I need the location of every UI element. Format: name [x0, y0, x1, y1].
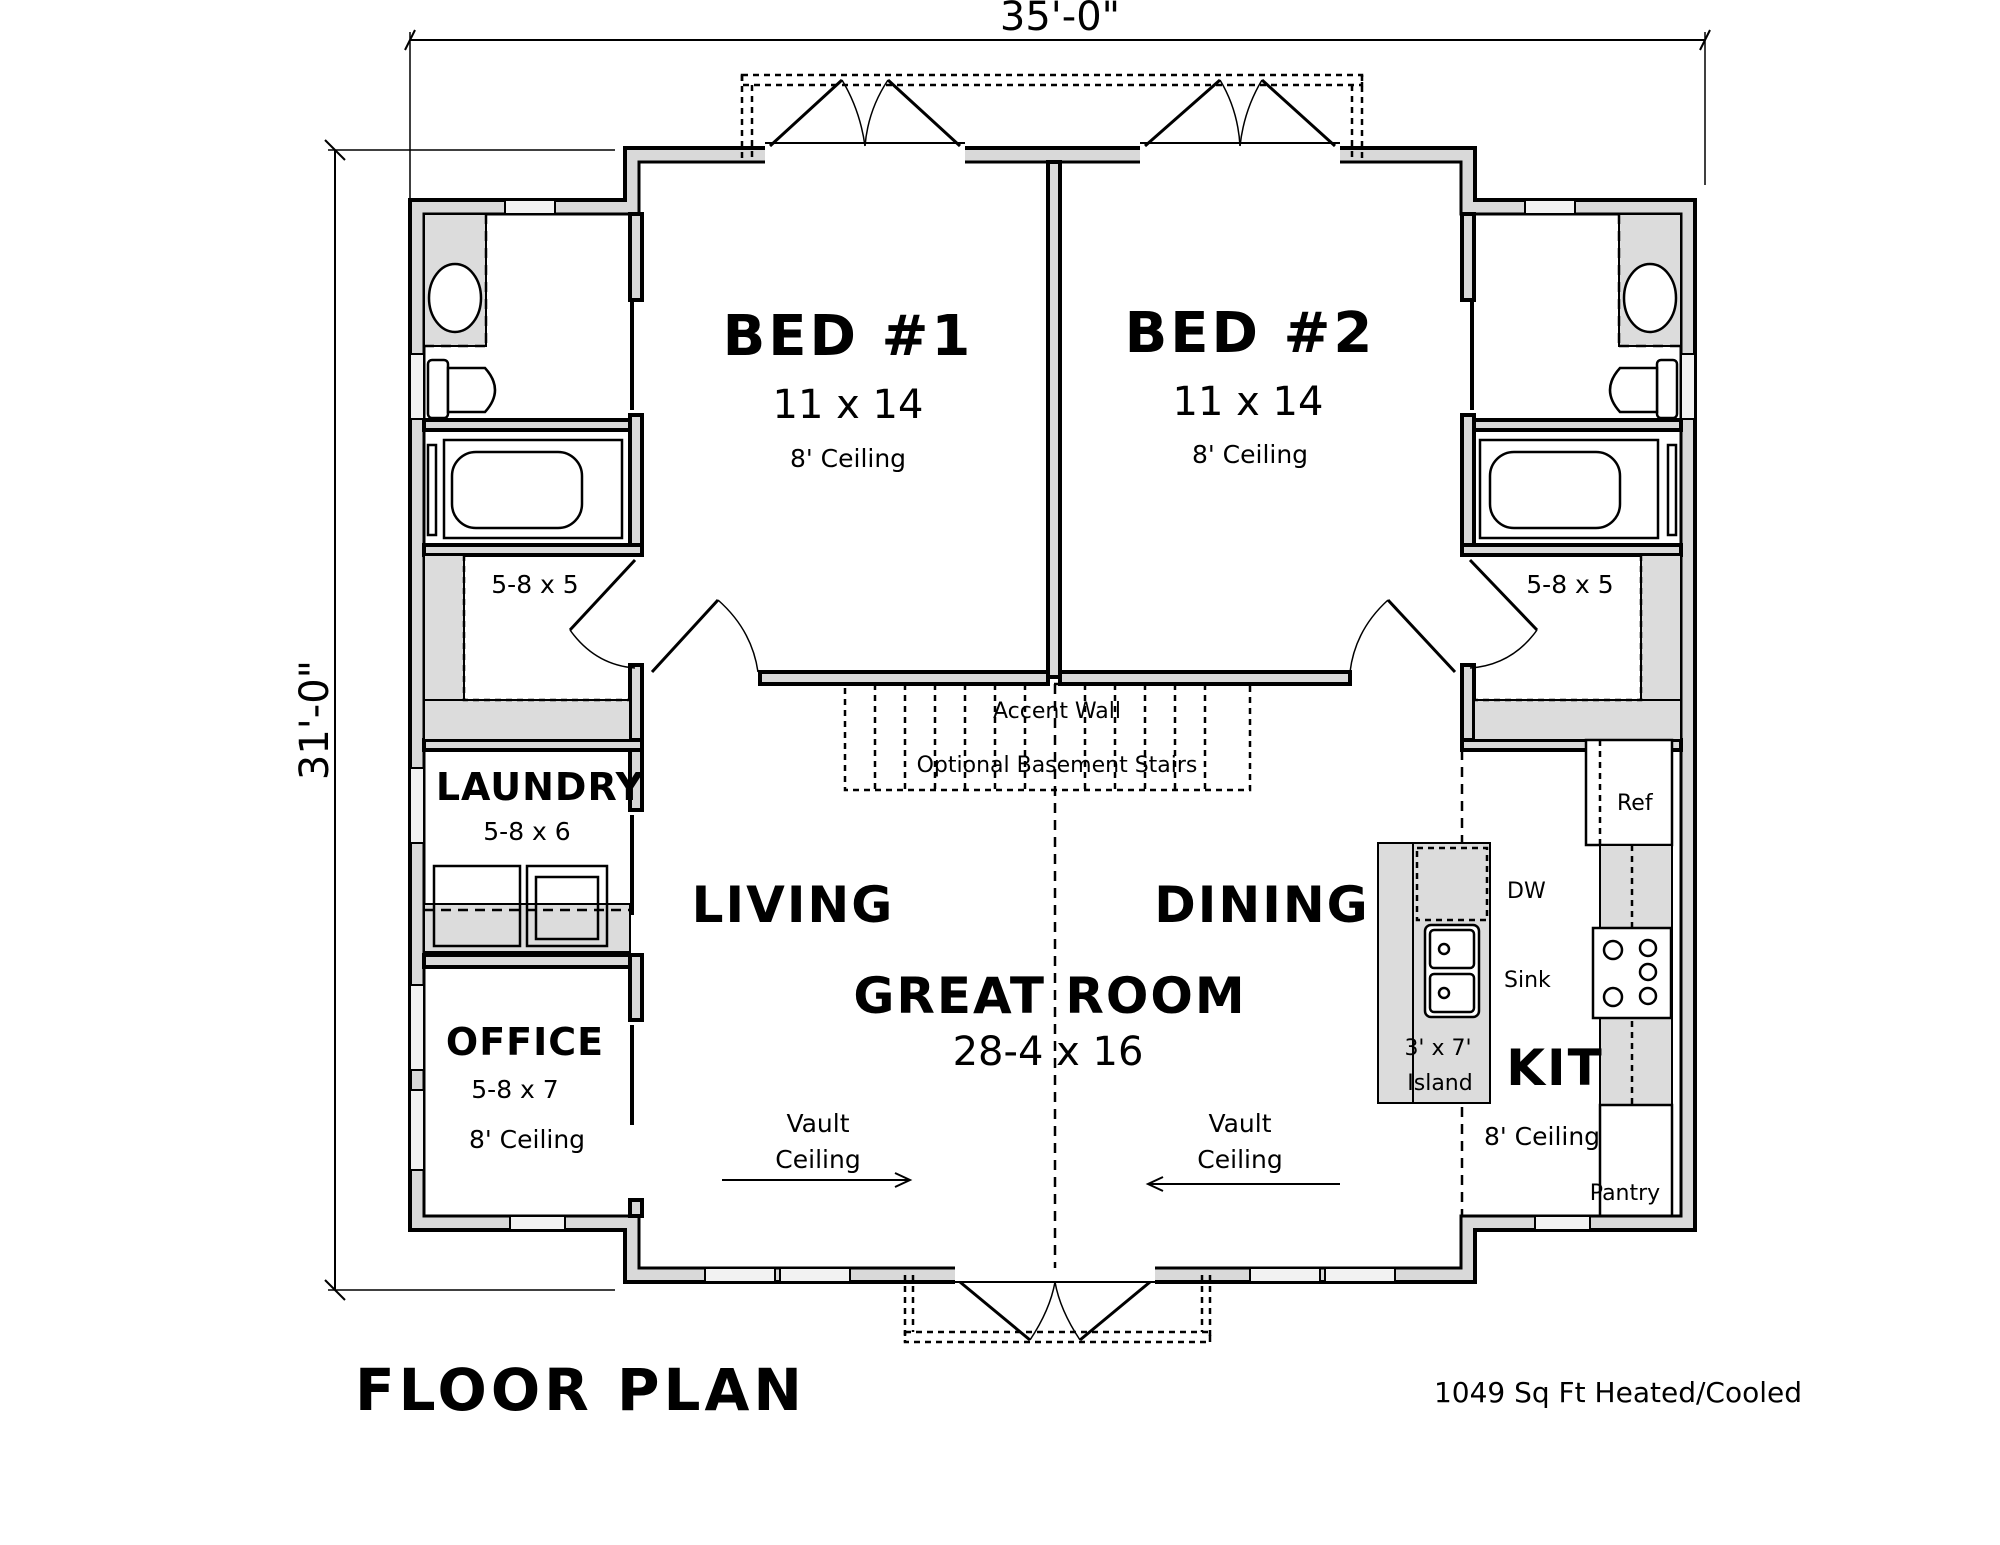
- pantry-label: Pantry: [1590, 1181, 1660, 1206]
- plan-title: FLOOR PLAN: [355, 1356, 806, 1424]
- toilet-bowl-icon: [446, 366, 497, 414]
- area-note: 1049 Sq Ft Heated/Cooled: [1434, 1376, 1802, 1409]
- overall-depth-label: 31'-0": [292, 660, 338, 780]
- office-size: 5-8 x 7: [471, 1075, 558, 1104]
- dishwasher-label: DW: [1507, 879, 1546, 904]
- dimension-width: 35'-0": [404, 0, 1711, 200]
- office-ceiling: 8' Ceiling: [469, 1125, 585, 1154]
- sink-icon: [427, 262, 483, 334]
- toilet-bowl-icon: [1608, 366, 1659, 414]
- dining-name: DINING: [1154, 876, 1369, 934]
- range-icon: [1591, 926, 1673, 1020]
- bath2-fixtures: [1478, 213, 1682, 540]
- living-name: LIVING: [692, 876, 895, 934]
- bed1-name: BED #1: [723, 304, 974, 369]
- closet2-door[interactable]: [1468, 558, 1539, 632]
- dimension-depth: 31'-0": [292, 139, 615, 1301]
- bed2-name: BED #2: [1125, 301, 1376, 366]
- optional-stairs: [843, 682, 1252, 792]
- windows: [409, 199, 1696, 1283]
- bed2-ceiling: 8' Ceiling: [1192, 440, 1308, 469]
- overall-width-label: 35'-0": [1000, 0, 1120, 40]
- living-vault-line1: Vault: [786, 1109, 849, 1138]
- closet1: [423, 554, 759, 741]
- great-room-size: 28-4 x 16: [953, 1029, 1144, 1075]
- office-name: OFFICE: [446, 1020, 604, 1064]
- pantry-closet: [1598, 1103, 1674, 1218]
- bed1-door[interactable]: [650, 598, 720, 674]
- interior-walls: [422, 160, 1683, 1218]
- closet1-door[interactable]: [568, 558, 637, 632]
- bath1-fixtures: [423, 213, 624, 540]
- dining-vault-arrow: [1145, 1176, 1340, 1192]
- laundry-fixtures: [423, 815, 634, 953]
- kitchen-name: KIT: [1506, 1039, 1603, 1097]
- dishwasher-icon: [1415, 846, 1489, 922]
- bed2-size: 11 x 14: [1173, 379, 1324, 425]
- toilet-tank-icon: [1655, 358, 1679, 420]
- laundry-name: LAUNDRY: [436, 765, 644, 809]
- bed1-size: 11 x 14: [773, 382, 924, 428]
- bed1-french-door[interactable]: [765, 78, 965, 164]
- front-french-door[interactable]: [955, 1266, 1155, 1342]
- living-vault-arrow: [722, 1172, 913, 1188]
- sink-icon: [1622, 262, 1678, 334]
- refrigerator-label: Ref: [1617, 791, 1654, 816]
- kitchen-fixtures: [1377, 738, 1674, 1218]
- great-room-name: GREAT ROOM: [853, 967, 1246, 1025]
- bed2-french-door[interactable]: [1140, 78, 1340, 164]
- washer-icon: [432, 864, 522, 948]
- rear-porch: [740, 73, 1364, 158]
- front-porch: [903, 1275, 1212, 1344]
- closet2-size: 5-8 x 5: [1526, 570, 1613, 599]
- laundry-size: 5-8 x 6: [483, 817, 570, 846]
- sink-label: Sink: [1504, 968, 1551, 993]
- accent-wall-label: Accent Wall: [993, 699, 1121, 724]
- dryer-icon: [525, 864, 609, 948]
- bathtub-icon: [450, 450, 584, 530]
- island-size-label: 3' x 7': [1404, 1036, 1471, 1061]
- closet1-size: 5-8 x 5: [491, 570, 578, 599]
- refrigerator-icon: [1584, 738, 1674, 847]
- living-vault-line2: Ceiling: [775, 1145, 860, 1174]
- stairs-label: Optional Basement Stairs: [917, 753, 1198, 778]
- island-label: Island: [1407, 1071, 1472, 1096]
- kitchen-ceiling: 8' Ceiling: [1484, 1122, 1600, 1151]
- dining-vault-line1: Vault: [1208, 1109, 1271, 1138]
- toilet-tank-icon: [426, 358, 450, 420]
- exterior-walls: [408, 146, 1697, 1284]
- bed1-ceiling: 8' Ceiling: [790, 444, 906, 473]
- dining-vault-line2: Ceiling: [1197, 1145, 1282, 1174]
- bed2-door[interactable]: [1386, 598, 1457, 674]
- bathtub-icon: [1488, 450, 1622, 530]
- closet2: [1349, 554, 1682, 741]
